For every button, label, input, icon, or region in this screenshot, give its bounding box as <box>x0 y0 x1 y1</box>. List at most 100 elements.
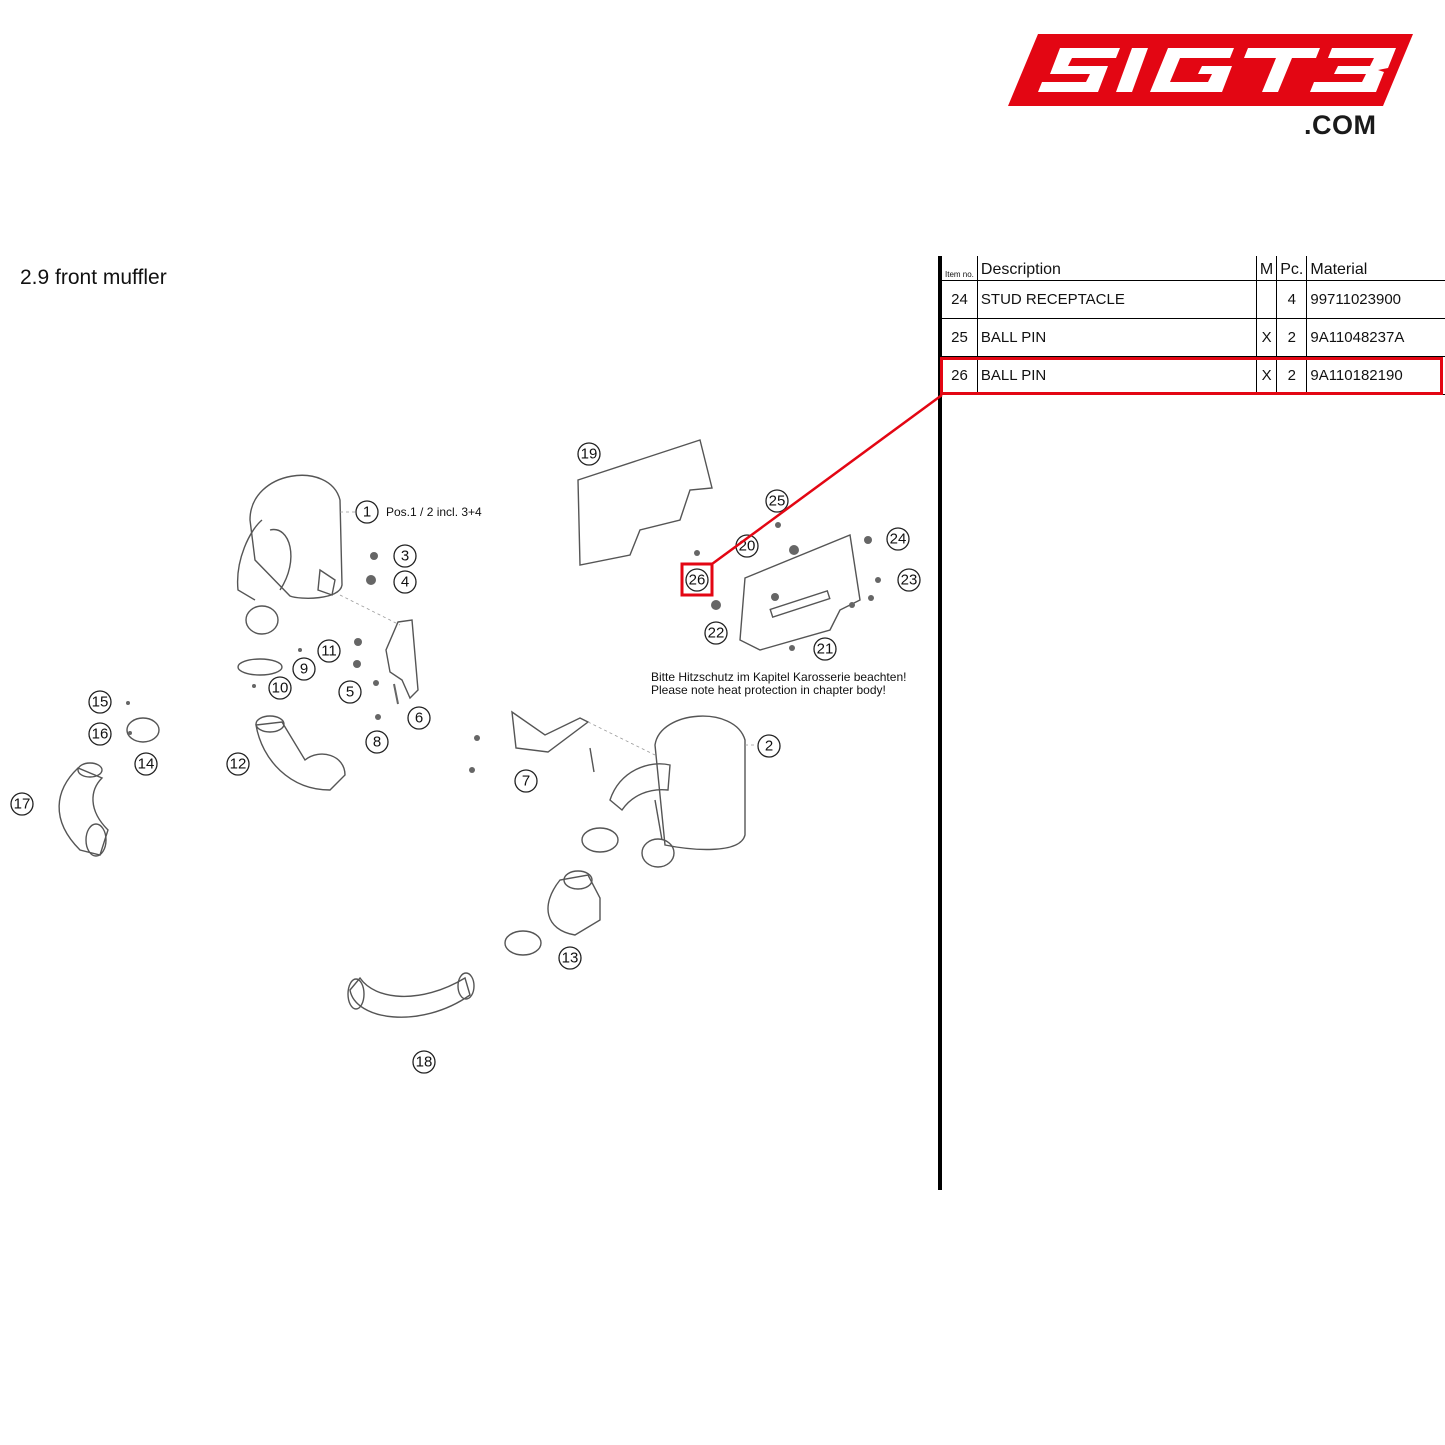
svg-text:19: 19 <box>581 446 598 463</box>
heat-shield-19 <box>577 439 713 566</box>
page-title: 2.9 front muffler <box>20 266 167 289</box>
divider <box>938 256 942 1190</box>
table-row-highlighted[interactable]: 26 BALL PIN X 2 9A110182190 <box>942 356 1445 394</box>
cell-material: 9A110182190 <box>1306 356 1445 394</box>
cell-description: STUD RECEPTACLE <box>976 280 1257 318</box>
cell-item: 26 <box>951 366 968 384</box>
muffler-2 <box>609 715 756 868</box>
svg-text:25: 25 <box>769 493 786 510</box>
svg-text:3: 3 <box>401 548 409 565</box>
cell-material: 9A11048237A <box>1306 318 1445 356</box>
clamp-14 <box>126 717 160 743</box>
callout-19[interactable]: 19 <box>577 442 601 466</box>
callout-8[interactable]: 8 <box>365 730 389 754</box>
svg-text:11: 11 <box>321 643 337 660</box>
table-row[interactable]: 25 BALL PIN X 2 9A11048237A <box>942 318 1445 356</box>
logo-domain: .COM <box>1304 110 1377 140</box>
cell-m: X <box>1255 318 1277 356</box>
cell-material: 99711023900 <box>1306 280 1445 318</box>
svg-text:13: 13 <box>562 950 579 967</box>
svg-text:18: 18 <box>416 1054 433 1071</box>
cell-description: BALL PIN <box>976 318 1257 356</box>
clamp-13a <box>581 827 619 853</box>
header-m: M <box>1255 256 1277 280</box>
header-material: Material <box>1306 256 1445 280</box>
callout-6[interactable]: 6 <box>407 706 431 730</box>
cell-m: X <box>1255 356 1277 394</box>
header-pc: Pc. <box>1276 256 1307 280</box>
svg-text:16: 16 <box>92 726 109 743</box>
pipe-17 <box>58 762 109 857</box>
callout-9[interactable]: 9 <box>292 657 316 681</box>
pipe-18 <box>347 972 475 1018</box>
table-row[interactable]: 24 STUD RECEPTACLE 4 99711023900 <box>942 280 1445 318</box>
bracket-6 <box>339 594 419 700</box>
pipe-13 <box>547 870 601 936</box>
header-item-no: Item no. <box>945 269 974 279</box>
callout-13[interactable]: 13 <box>558 946 582 970</box>
callout-3[interactable]: 3 <box>393 544 417 568</box>
cell-m <box>1255 280 1277 318</box>
svg-text:12: 12 <box>230 756 247 773</box>
callout-14[interactable]: 14 <box>134 752 158 776</box>
svg-text:4: 4 <box>401 574 409 591</box>
callout-4[interactable]: 4 <box>393 570 417 594</box>
cell-pc: 2 <box>1276 318 1307 356</box>
pipe-12 <box>255 715 346 791</box>
svg-text:23: 23 <box>901 572 918 589</box>
svg-text:8: 8 <box>373 734 381 751</box>
svg-text:10: 10 <box>272 680 289 697</box>
callout-17[interactable]: 17 <box>10 792 34 816</box>
highlight-connector <box>711 393 943 566</box>
bracket-7 <box>511 710 656 773</box>
svg-text:26: 26 <box>689 572 706 589</box>
callout-1[interactable]: 1 <box>355 500 379 524</box>
svg-text:5: 5 <box>346 684 354 701</box>
svg-text:1: 1 <box>363 504 371 521</box>
callout-12[interactable]: 12 <box>226 752 250 776</box>
callout-2[interactable]: 2 <box>757 734 781 758</box>
callout-25[interactable]: 25 <box>765 489 789 513</box>
callout-18[interactable]: 18 <box>412 1050 436 1074</box>
svg-text:9: 9 <box>300 661 308 678</box>
sigtb-logo <box>1008 34 1413 106</box>
callout-5[interactable]: 5 <box>338 680 362 704</box>
callout-23[interactable]: 23 <box>897 568 921 592</box>
svg-text:22: 22 <box>708 625 725 642</box>
callout-22[interactable]: 22 <box>704 621 728 645</box>
svg-text:21: 21 <box>817 641 834 658</box>
note-english: Please note heat protection in chapter b… <box>651 683 886 697</box>
small-hardware <box>126 522 881 773</box>
svg-text:15: 15 <box>92 694 109 711</box>
muffler-1 <box>236 474 356 635</box>
heat-shield-20 <box>739 534 861 651</box>
callout-11[interactable]: 11 <box>317 639 341 663</box>
callout-16[interactable]: 16 <box>88 722 112 746</box>
svg-text:20: 20 <box>739 538 756 555</box>
callout-20[interactable]: 20 <box>735 534 759 558</box>
cell-pc: 4 <box>1276 280 1307 318</box>
svg-text:2: 2 <box>765 738 773 755</box>
svg-text:7: 7 <box>522 773 530 790</box>
table-header: Item no. Description M Pc. Material <box>942 256 1445 280</box>
callout-24[interactable]: 24 <box>886 527 910 551</box>
parts-table: Item no. Description M Pc. Material 24 S… <box>942 256 1445 395</box>
svg-text:17: 17 <box>14 796 31 813</box>
callout-7[interactable]: 7 <box>514 769 538 793</box>
header-description: Description <box>976 256 1257 280</box>
callout-21[interactable]: 21 <box>813 637 837 661</box>
note-pos: Pos.1 / 2 incl. 3+4 <box>386 505 482 519</box>
callout-15[interactable]: 15 <box>88 690 112 714</box>
cell-description: BALL PIN <box>976 356 1257 394</box>
highlight-row-box <box>940 357 1443 395</box>
callout-26[interactable]: 26 <box>685 568 709 592</box>
cell-item: 25 <box>951 328 968 346</box>
svg-text:24: 24 <box>890 531 907 548</box>
highlight-callout-box <box>680 562 714 597</box>
callout-10[interactable]: 10 <box>268 676 292 700</box>
cell-item: 24 <box>951 290 968 308</box>
svg-text:6: 6 <box>415 710 423 727</box>
clamp-13b <box>504 930 542 956</box>
clamp-9 <box>237 658 283 676</box>
